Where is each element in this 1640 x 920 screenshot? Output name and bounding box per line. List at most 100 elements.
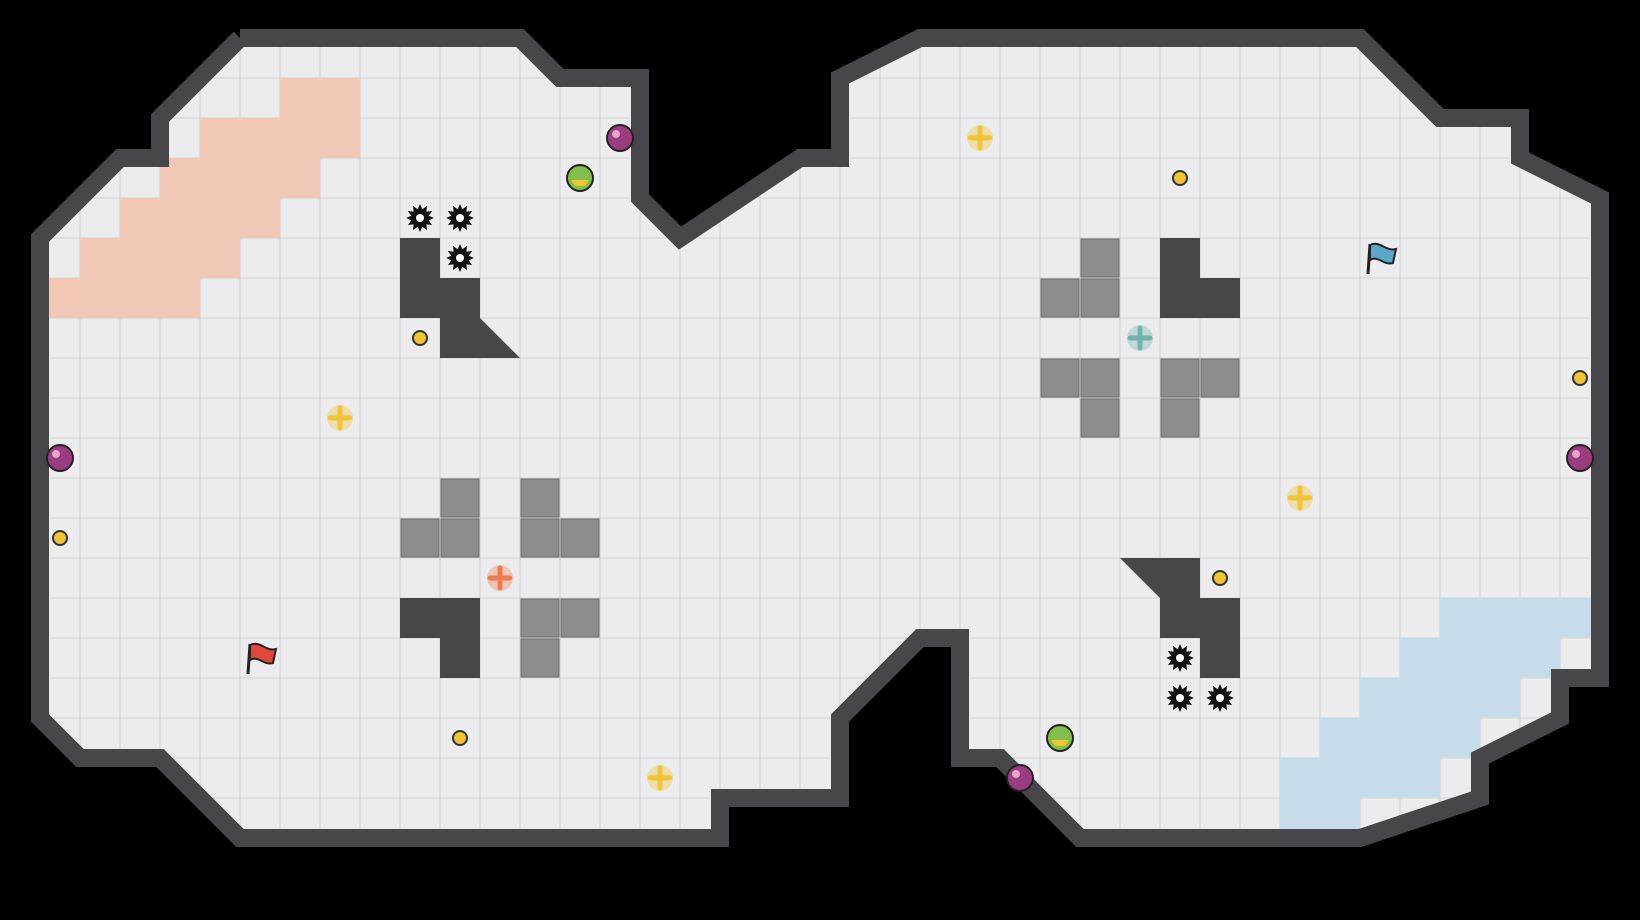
boost-cross: [647, 765, 673, 791]
blue-team-zone-tile: [1320, 758, 1360, 798]
red-team-zone-tile: [200, 118, 240, 158]
blue-team-zone-tile: [1440, 678, 1480, 718]
button-icon[interactable]: [1172, 170, 1188, 186]
spike-icon: [446, 244, 474, 272]
spike-icon: [446, 204, 474, 232]
powerup-icon[interactable]: [566, 164, 594, 192]
boost-cross: [1127, 325, 1153, 351]
gate-tile: [1040, 358, 1080, 398]
bomb-shine: [1012, 770, 1020, 778]
spike-center: [416, 214, 424, 222]
blue-team-zone-tile: [1400, 758, 1440, 798]
gate-tile: [1160, 358, 1200, 398]
blue-team-zone-tile: [1400, 718, 1440, 758]
spike-icon: [1166, 684, 1194, 712]
blue-team-zone-tile: [1400, 638, 1440, 678]
spike-icon: [1166, 644, 1194, 672]
blue-team-button-icon[interactable]: [1127, 325, 1153, 351]
bomb-icon: [1006, 764, 1034, 792]
button-icon[interactable]: [1572, 370, 1588, 386]
bomb-shine: [1572, 450, 1580, 458]
flag-cloth: [249, 642, 278, 665]
gate-tile: [440, 518, 480, 558]
red-team-zone-tile: [160, 238, 200, 278]
spike-center: [456, 254, 464, 262]
button-body: [452, 730, 468, 746]
spike-center: [456, 214, 464, 222]
red-flag-icon[interactable]: [246, 642, 278, 675]
red-team-zone-tile: [280, 118, 320, 158]
red-team-zone-tile: [240, 118, 280, 158]
button-body: [1172, 170, 1188, 186]
bomb-body: [1566, 444, 1594, 472]
boost-cross: [967, 125, 993, 151]
blue-team-zone-tile: [1440, 638, 1480, 678]
button-icon[interactable]: [1212, 570, 1228, 586]
gate-tile: [1080, 278, 1120, 318]
blue-flag-icon[interactable]: [1366, 242, 1398, 275]
speed-boost-icon[interactable]: [647, 765, 673, 791]
red-team-zone-tile: [200, 198, 240, 238]
gate-tile: [560, 518, 600, 558]
bomb-body: [1006, 764, 1034, 792]
button-body: [1572, 370, 1588, 386]
walls-layer: [31, 29, 1609, 847]
button-icon[interactable]: [52, 530, 68, 546]
red-team-zone-tile: [120, 278, 160, 318]
red-team-zone-tile: [80, 238, 120, 278]
red-team-zone-tile: [240, 198, 280, 238]
red-team-zone-tile: [120, 238, 160, 278]
red-team-zone-tile: [280, 78, 320, 118]
gate-tile: [560, 598, 600, 638]
red-team-zone-tile: [160, 198, 200, 238]
button-body: [412, 330, 428, 346]
bomb-body: [606, 124, 634, 152]
red-team-zone-tile: [160, 278, 200, 318]
bomb-icon: [606, 124, 634, 152]
spike-icon: [406, 204, 434, 232]
spike-icon: [1206, 684, 1234, 712]
gate-tile: [1200, 358, 1240, 398]
red-team-zone-tile: [120, 198, 160, 238]
inner-wall: [400, 598, 480, 678]
speed-boost-icon[interactable]: [967, 125, 993, 151]
powerup-stripe: [571, 180, 589, 186]
blue-team-zone-tile: [1320, 718, 1360, 758]
flag-cloth: [1369, 242, 1398, 265]
gate-tile: [520, 478, 560, 518]
powerup-icon[interactable]: [1046, 724, 1074, 752]
blue-team-zone-tile: [1360, 718, 1400, 758]
bomb-shine: [52, 450, 60, 458]
gate-tile: [1040, 278, 1080, 318]
speed-boost-icon[interactable]: [327, 405, 353, 431]
red-team-zone-tile: [280, 158, 320, 198]
gates-layer: [400, 238, 1240, 678]
bomb-shine: [612, 130, 620, 138]
gate-tile: [1080, 358, 1120, 398]
gate-tile: [520, 638, 560, 678]
red-team-zone-tile: [80, 278, 120, 318]
boost-cross: [327, 405, 353, 431]
blue-team-zone-tile: [1400, 678, 1440, 718]
spike-center: [1176, 654, 1184, 662]
button-icon[interactable]: [412, 330, 428, 346]
gate-tile: [520, 518, 560, 558]
powerup-body: [1046, 724, 1074, 752]
spike-center: [1216, 694, 1224, 702]
blue-team-zone-tile: [1480, 678, 1520, 718]
items-layer: [46, 124, 1594, 792]
gate-tile: [440, 478, 480, 518]
red-team-zone-tile: [240, 158, 280, 198]
boost-cross: [487, 565, 513, 591]
button-icon[interactable]: [452, 730, 468, 746]
blue-team-zone-tile: [1440, 598, 1480, 638]
powerup-stripe: [1051, 740, 1069, 746]
red-team-zone-tile: [320, 118, 360, 158]
speed-boost-icon[interactable]: [1287, 485, 1313, 511]
blue-team-zone-tile: [1480, 638, 1520, 678]
bomb-icon: [46, 444, 74, 472]
red-team-button-icon[interactable]: [487, 565, 513, 591]
blue-team-zone-tile: [1360, 678, 1400, 718]
